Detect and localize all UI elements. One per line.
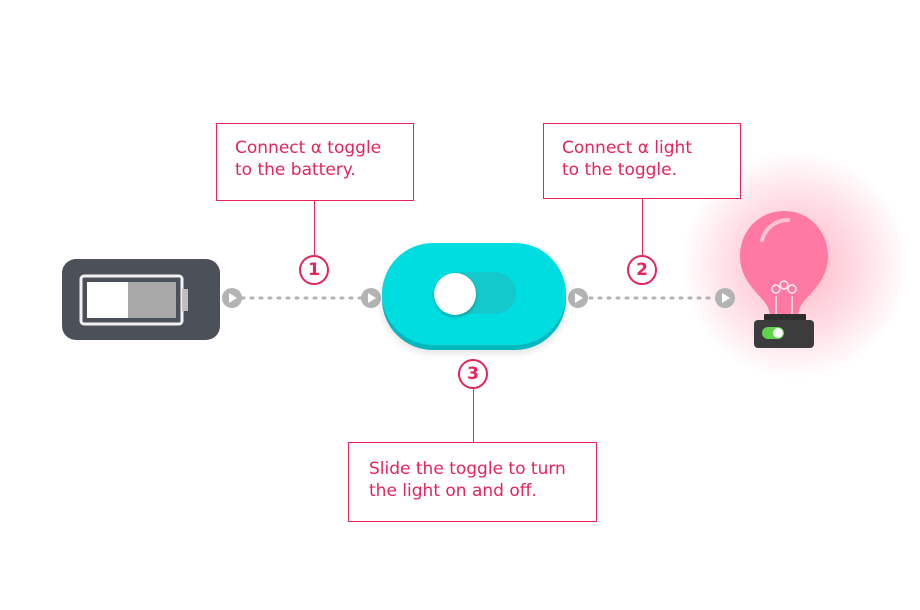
callout-3-leader — [473, 389, 474, 442]
battery-body-icon — [79, 274, 188, 326]
callout-3-line-1: Slide the toggle to turn — [369, 459, 566, 479]
step-1-badge: 1 — [299, 255, 329, 285]
callout-1-line-1: Connect α toggle — [235, 138, 382, 158]
callout-2-leader — [642, 199, 643, 256]
callout-1-leader — [314, 201, 315, 256]
callout-2-line-2: to the toggle. — [562, 160, 678, 180]
toggle-knob[interactable] — [434, 273, 476, 315]
connector-arrow-icon — [715, 288, 735, 308]
connector-arrow-icon — [568, 288, 588, 308]
callout-1: Connect α toggle to the battery. — [216, 123, 414, 201]
callout-2-line-1: Connect α light — [562, 138, 692, 158]
toggle-switch-icon[interactable] — [382, 243, 566, 345]
step-2-badge: 2 — [627, 255, 657, 285]
callout-1-line-2: to the battery. — [235, 160, 356, 180]
callout-3: Slide the toggle to turn the light on an… — [348, 442, 597, 522]
battery-icon — [62, 259, 220, 340]
connector-arrow-icon — [361, 288, 381, 308]
connector-arrow-icon — [222, 288, 242, 308]
step-3-badge: 3 — [458, 359, 488, 389]
callout-3-line-2: the light on and off. — [369, 481, 537, 501]
callout-2: Connect α light to the toggle. — [543, 123, 741, 199]
